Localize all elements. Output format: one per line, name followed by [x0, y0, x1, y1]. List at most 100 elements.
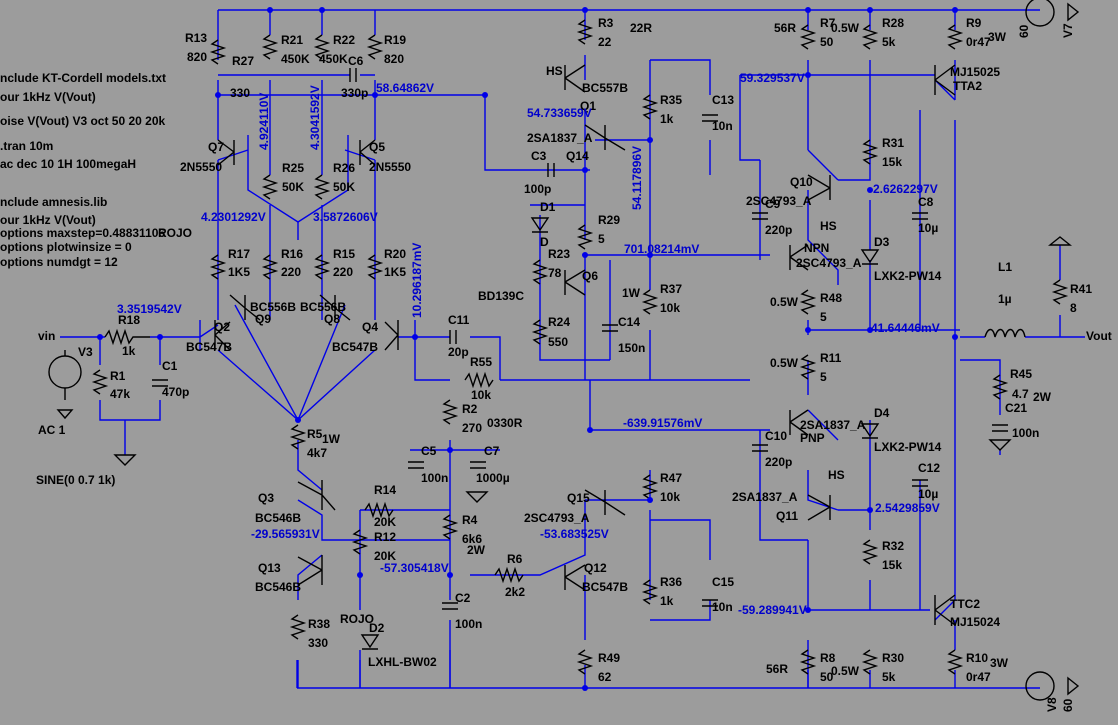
capacitors — [152, 68, 1008, 610]
node-voltage: 54.117896V — [630, 146, 644, 210]
component-label: R30 — [882, 651, 904, 665]
component-label: 2W — [1033, 390, 1052, 404]
component-label: 2W — [467, 543, 486, 557]
component-label: LXK2-PW14 — [874, 440, 942, 454]
voltage-sources — [48, 0, 1080, 701]
component-label: BC556B — [250, 300, 296, 314]
spice-directive: options maxstep=0.48831106 — [0, 226, 165, 240]
component-label: 50 — [820, 35, 834, 49]
node-voltage: 2.6262297V — [873, 182, 938, 196]
component-label: vin — [38, 329, 55, 343]
component-label: R35 — [660, 93, 682, 107]
component-label: 820 — [384, 52, 404, 66]
component-label: R45 — [1010, 367, 1032, 381]
component-label: Q10 — [790, 175, 813, 189]
component-label: 220p — [765, 455, 792, 469]
component-label: BC556B — [300, 300, 346, 314]
node-voltage: 2.5429859V — [875, 501, 940, 515]
component-label: R23 — [548, 247, 570, 261]
component-label: MJ15025 — [950, 65, 1000, 79]
component-label: Q3 — [258, 491, 274, 505]
component-label: 1K5 — [228, 265, 250, 279]
component-label: 50 — [820, 670, 834, 684]
component-label: Q4 — [362, 320, 378, 334]
component-label: SINE(0 0.7 1k) — [36, 473, 115, 487]
component-label: 2SA1837_A — [527, 131, 593, 145]
component-label: HS — [546, 64, 563, 78]
component-label: 330p — [341, 86, 368, 100]
component-label: 220 — [333, 265, 353, 279]
component-label: 15k — [882, 155, 902, 169]
component-label: R27 — [232, 54, 254, 68]
component-label: C6 — [348, 54, 364, 68]
output-stage-wires — [739, 60, 1085, 688]
component-label: 5k — [882, 35, 896, 49]
component-label: R4 — [462, 513, 478, 527]
component-label: 0.5W — [770, 295, 799, 309]
component-label: 2SC4793_A — [524, 511, 590, 525]
component-label: C3 — [531, 149, 547, 163]
component-label: R38 — [308, 617, 330, 631]
component-label: R19 — [384, 33, 406, 47]
component-label: LXHL-BW02 — [368, 655, 437, 669]
component-label: R48 — [820, 291, 842, 305]
component-label: 5 — [820, 310, 827, 324]
component-label: C11 — [448, 313, 470, 327]
junction-dots — [97, 7, 958, 691]
component-label: 1000µ — [476, 471, 510, 485]
component-label: Q5 — [369, 140, 385, 154]
component-label: C21 — [1005, 401, 1027, 415]
diodes — [360, 217, 880, 650]
source-v7-name: V7 — [1061, 23, 1075, 38]
transistors — [214, 64, 956, 626]
component-label: 0r47 — [966, 35, 991, 49]
component-label: LXK2-PW14 — [874, 269, 942, 283]
component-label: C9 — [765, 197, 781, 211]
component-label: V3 — [78, 345, 93, 359]
component-label: C1 — [162, 359, 178, 373]
component-label: 1µ — [998, 292, 1012, 306]
component-label: R9 — [966, 16, 982, 30]
component-label: 2SA1837_A — [800, 418, 866, 432]
component-label: HS — [828, 468, 845, 482]
component-label: 20K — [374, 549, 396, 563]
component-label: 820 — [187, 50, 207, 64]
component-label: C7 — [484, 444, 500, 458]
component-label: 100n — [1012, 426, 1039, 440]
component-label: 0.5W — [831, 664, 860, 678]
rojo-label: ROJO — [158, 226, 192, 240]
component-label: 5k — [882, 670, 896, 684]
input-stage-wires — [60, 74, 750, 455]
component-label: BC547B — [186, 340, 232, 354]
component-label: 50K — [333, 180, 355, 194]
spice-directive: nclude KT-Cordell models.txt — [0, 71, 166, 85]
component-label: 0.5W — [770, 356, 799, 370]
node-voltage: 701.08214mV — [624, 242, 699, 256]
component-label: C10 — [765, 429, 787, 443]
component-label: 10k — [660, 490, 680, 504]
component-label: AC 1 — [38, 423, 66, 437]
component-label: 22 — [598, 35, 612, 49]
component-label: Q6 — [582, 269, 598, 283]
spice-directive: .tran 10m — [0, 139, 53, 153]
component-label: 5 — [820, 370, 827, 384]
component-label: 10k — [660, 301, 680, 315]
node-voltage: -639.91576mV — [623, 416, 702, 430]
component-label: TTC2 — [950, 597, 980, 611]
component-label: 4.7 — [1012, 387, 1029, 401]
component-label: R3 — [598, 16, 614, 30]
component-label: 1W — [622, 286, 641, 300]
component-label: L1 — [998, 260, 1012, 274]
component-label: R29 — [598, 213, 620, 227]
node-voltage: 4.924110V — [257, 93, 271, 150]
node-voltage: 54.733659V — [527, 106, 592, 120]
component-label: Q13 — [258, 561, 281, 575]
component-label: C12 — [918, 461, 940, 475]
component-label: 2SC4793_A — [796, 256, 862, 270]
spice-directive: oise V(Vout) V3 oct 50 20 20k — [0, 114, 166, 128]
component-label: 15k — [882, 558, 902, 572]
component-label: 62 — [598, 670, 612, 684]
source-v8-name: V8 — [1045, 697, 1059, 712]
component-label: PNP — [800, 431, 825, 445]
component-label: D4 — [874, 406, 890, 420]
